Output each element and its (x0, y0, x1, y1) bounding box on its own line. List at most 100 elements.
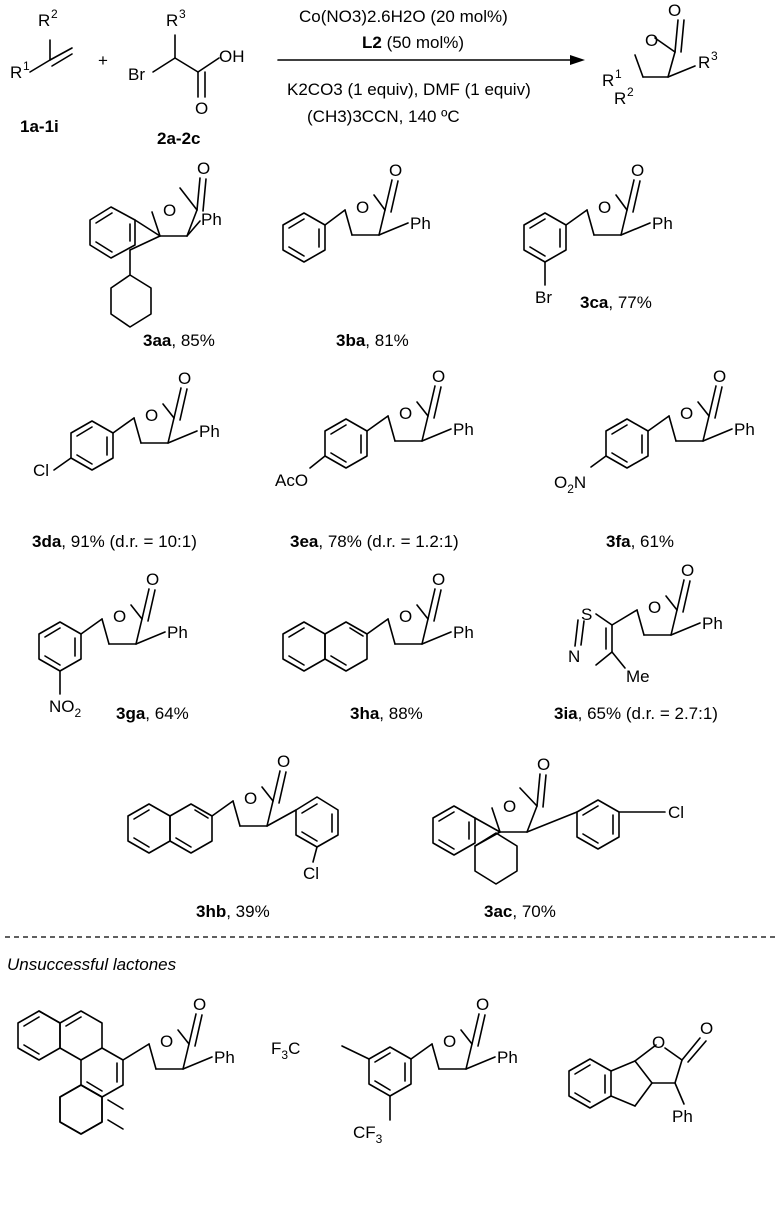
condition-ligand: L2 (50 mol%) (362, 33, 464, 52)
svg-text:O: O (700, 1019, 713, 1038)
svg-text:3: 3 (179, 7, 186, 21)
caption-3ia: 3ia, 65% (d.r. = 2.7:1) (554, 704, 718, 723)
svg-text:O: O (503, 797, 516, 816)
svg-text:2: 2 (51, 7, 58, 21)
svg-text:O: O (598, 198, 611, 217)
svg-text:O: O (160, 1032, 173, 1051)
svg-text:NO2: NO2 (49, 697, 82, 720)
caption-3ha: 3ha, 88% (350, 704, 423, 723)
br-label: Br (128, 65, 145, 84)
svg-text:Ph: Ph (702, 614, 723, 633)
svg-text:O: O (399, 404, 412, 423)
reactant-bromoacid: Br R 3 OH O 2a-2c (128, 7, 245, 148)
structure-unsuccessful-anthracenyl: O O Ph (17, 995, 235, 1135)
structure-unsuccessful-indane-fused: O O Ph (568, 1019, 713, 1126)
svg-text:O: O (681, 561, 694, 580)
svg-text:O: O (197, 159, 210, 178)
svg-text:O: O (113, 607, 126, 626)
r3-label: R (166, 11, 178, 30)
r1-label: R (10, 63, 22, 82)
svg-text:Ph: Ph (497, 1048, 518, 1067)
svg-text:1: 1 (23, 59, 30, 73)
oh-label: OH (219, 47, 245, 66)
svg-text:Me: Me (626, 667, 650, 686)
svg-text:Ph: Ph (672, 1107, 693, 1126)
caption-3ga: 3ga, 64% (116, 704, 189, 723)
svg-text:Ph: Ph (734, 420, 755, 439)
svg-text:O: O (389, 161, 402, 180)
svg-text:N: N (568, 647, 580, 666)
svg-text:F3C: F3C (271, 1039, 300, 1062)
svg-text:O: O (631, 161, 644, 180)
svg-text:2: 2 (627, 85, 634, 99)
caption-3aa: 3aa, 85% (143, 331, 215, 350)
reactant2-label: 2a-2c (157, 129, 200, 148)
plus-sign: + (98, 51, 108, 70)
unsuccessful-title: Unsuccessful lactones (7, 955, 177, 974)
caption-3da: 3da, 91% (d.r. = 10:1) (32, 532, 197, 551)
svg-text:O: O (652, 1033, 665, 1052)
general-ring-o: O (645, 31, 658, 50)
svg-text:Ph: Ph (652, 214, 673, 233)
svg-text:O: O (680, 404, 693, 423)
condition-base: K2CO3 (1 equiv), DMF (1 equiv) (287, 80, 531, 99)
svg-text:O: O (476, 995, 489, 1014)
svg-text:O2N: O2N (554, 473, 586, 496)
general-carbonyl-o: O (668, 1, 681, 20)
svg-text:Ph: Ph (214, 1048, 235, 1067)
svg-text:R: R (602, 71, 614, 90)
svg-text:O: O (163, 201, 176, 220)
svg-text:O: O (178, 369, 191, 388)
r2-label: R (38, 11, 50, 30)
svg-text:O: O (713, 367, 726, 386)
structure-3ea: O O Ph AcO (275, 367, 474, 490)
svg-text:O: O (277, 752, 290, 771)
structure-3ba: O O Ph (282, 161, 431, 263)
condition-solvent: (CH3)3CCN, 140 ºC (307, 107, 460, 126)
structure-3fa: O O Ph O2N (554, 367, 755, 496)
caption-3fa: 3fa, 61% (606, 532, 674, 551)
carbonyl-o-label: O (195, 99, 208, 118)
structure-3hb: O O Cl (127, 752, 339, 883)
svg-text:R: R (698, 53, 710, 72)
caption-3hb: 3hb, 39% (196, 902, 270, 921)
svg-text:O: O (399, 607, 412, 626)
reactant1-label: 1a-1i (20, 117, 59, 136)
reaction-arrow (277, 55, 585, 65)
svg-text:O: O (432, 367, 445, 386)
caption-3ac: 3ac, 70% (484, 902, 556, 921)
svg-text:Cl: Cl (668, 803, 684, 822)
structure-unsuccessful-bistrifluoromethyl: O O Ph F3C CF3 (271, 995, 518, 1146)
svg-text:O: O (432, 570, 445, 589)
svg-text:Ph: Ph (201, 210, 222, 229)
svg-text:1: 1 (615, 67, 622, 81)
reactant-alkene: R 2 R 1 1a-1i (10, 7, 73, 136)
caption-3ea: 3ea, 78% (d.r. = 1.2:1) (290, 532, 459, 551)
svg-text:S: S (581, 605, 592, 624)
svg-text:Ph: Ph (410, 214, 431, 233)
svg-text:3: 3 (711, 49, 718, 63)
svg-text:O: O (244, 789, 257, 808)
structure-3aa: O O Ph (89, 159, 222, 328)
svg-text:O: O (443, 1032, 456, 1051)
caption-3ba: 3ba, 81% (336, 331, 409, 350)
svg-text:Ph: Ph (167, 623, 188, 642)
svg-text:Cl: Cl (33, 461, 49, 480)
product-general-lactone: O O R 3 R 1 R 2 (602, 1, 718, 108)
condition-catalyst: Co(NO3)2.6H2O (20 mol%) (299, 7, 508, 26)
svg-text:Cl: Cl (303, 864, 319, 883)
structure-3da: O O Ph Cl (33, 369, 220, 480)
svg-text:R: R (614, 89, 626, 108)
svg-text:O: O (356, 198, 369, 217)
svg-text:O: O (537, 755, 550, 774)
svg-text:Ph: Ph (453, 420, 474, 439)
svg-text:O: O (145, 406, 158, 425)
caption-3ca: 3ca, 77% (580, 293, 652, 312)
svg-text:O: O (648, 598, 661, 617)
svg-text:O: O (193, 995, 206, 1014)
svg-text:CF3: CF3 (353, 1123, 383, 1146)
svg-text:Br: Br (535, 288, 552, 307)
structure-3ga: O O Ph NO2 (38, 570, 188, 720)
structure-3ac: O O Cl (432, 755, 684, 885)
